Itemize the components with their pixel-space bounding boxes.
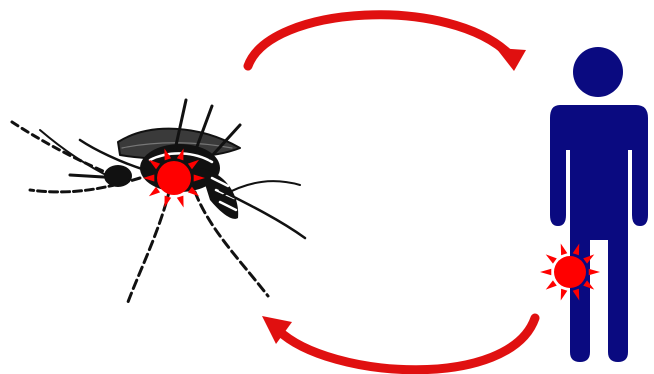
virus-spike	[164, 196, 171, 208]
curved-arrow-right-icon	[248, 15, 526, 71]
arrow-bottom-shaft	[278, 318, 535, 370]
virus-spike	[589, 269, 600, 276]
mosquito-icon	[12, 100, 305, 302]
virus-spike	[561, 243, 568, 255]
arrow-top-shaft	[248, 15, 510, 66]
virus-core	[554, 256, 586, 288]
arrow-top-head	[496, 48, 526, 71]
virus-spike	[546, 280, 557, 289]
human-figure-icon	[550, 47, 648, 362]
mosquito-leg	[128, 188, 170, 302]
human-head	[573, 47, 623, 97]
virus-spike	[546, 254, 557, 263]
virus-spike	[561, 289, 568, 301]
human-body	[550, 105, 648, 362]
virus-spike	[540, 269, 551, 276]
virus-spike	[177, 196, 184, 208]
curved-arrow-left-icon	[262, 316, 535, 370]
virus-core	[157, 161, 191, 195]
virus-spike	[149, 187, 160, 196]
